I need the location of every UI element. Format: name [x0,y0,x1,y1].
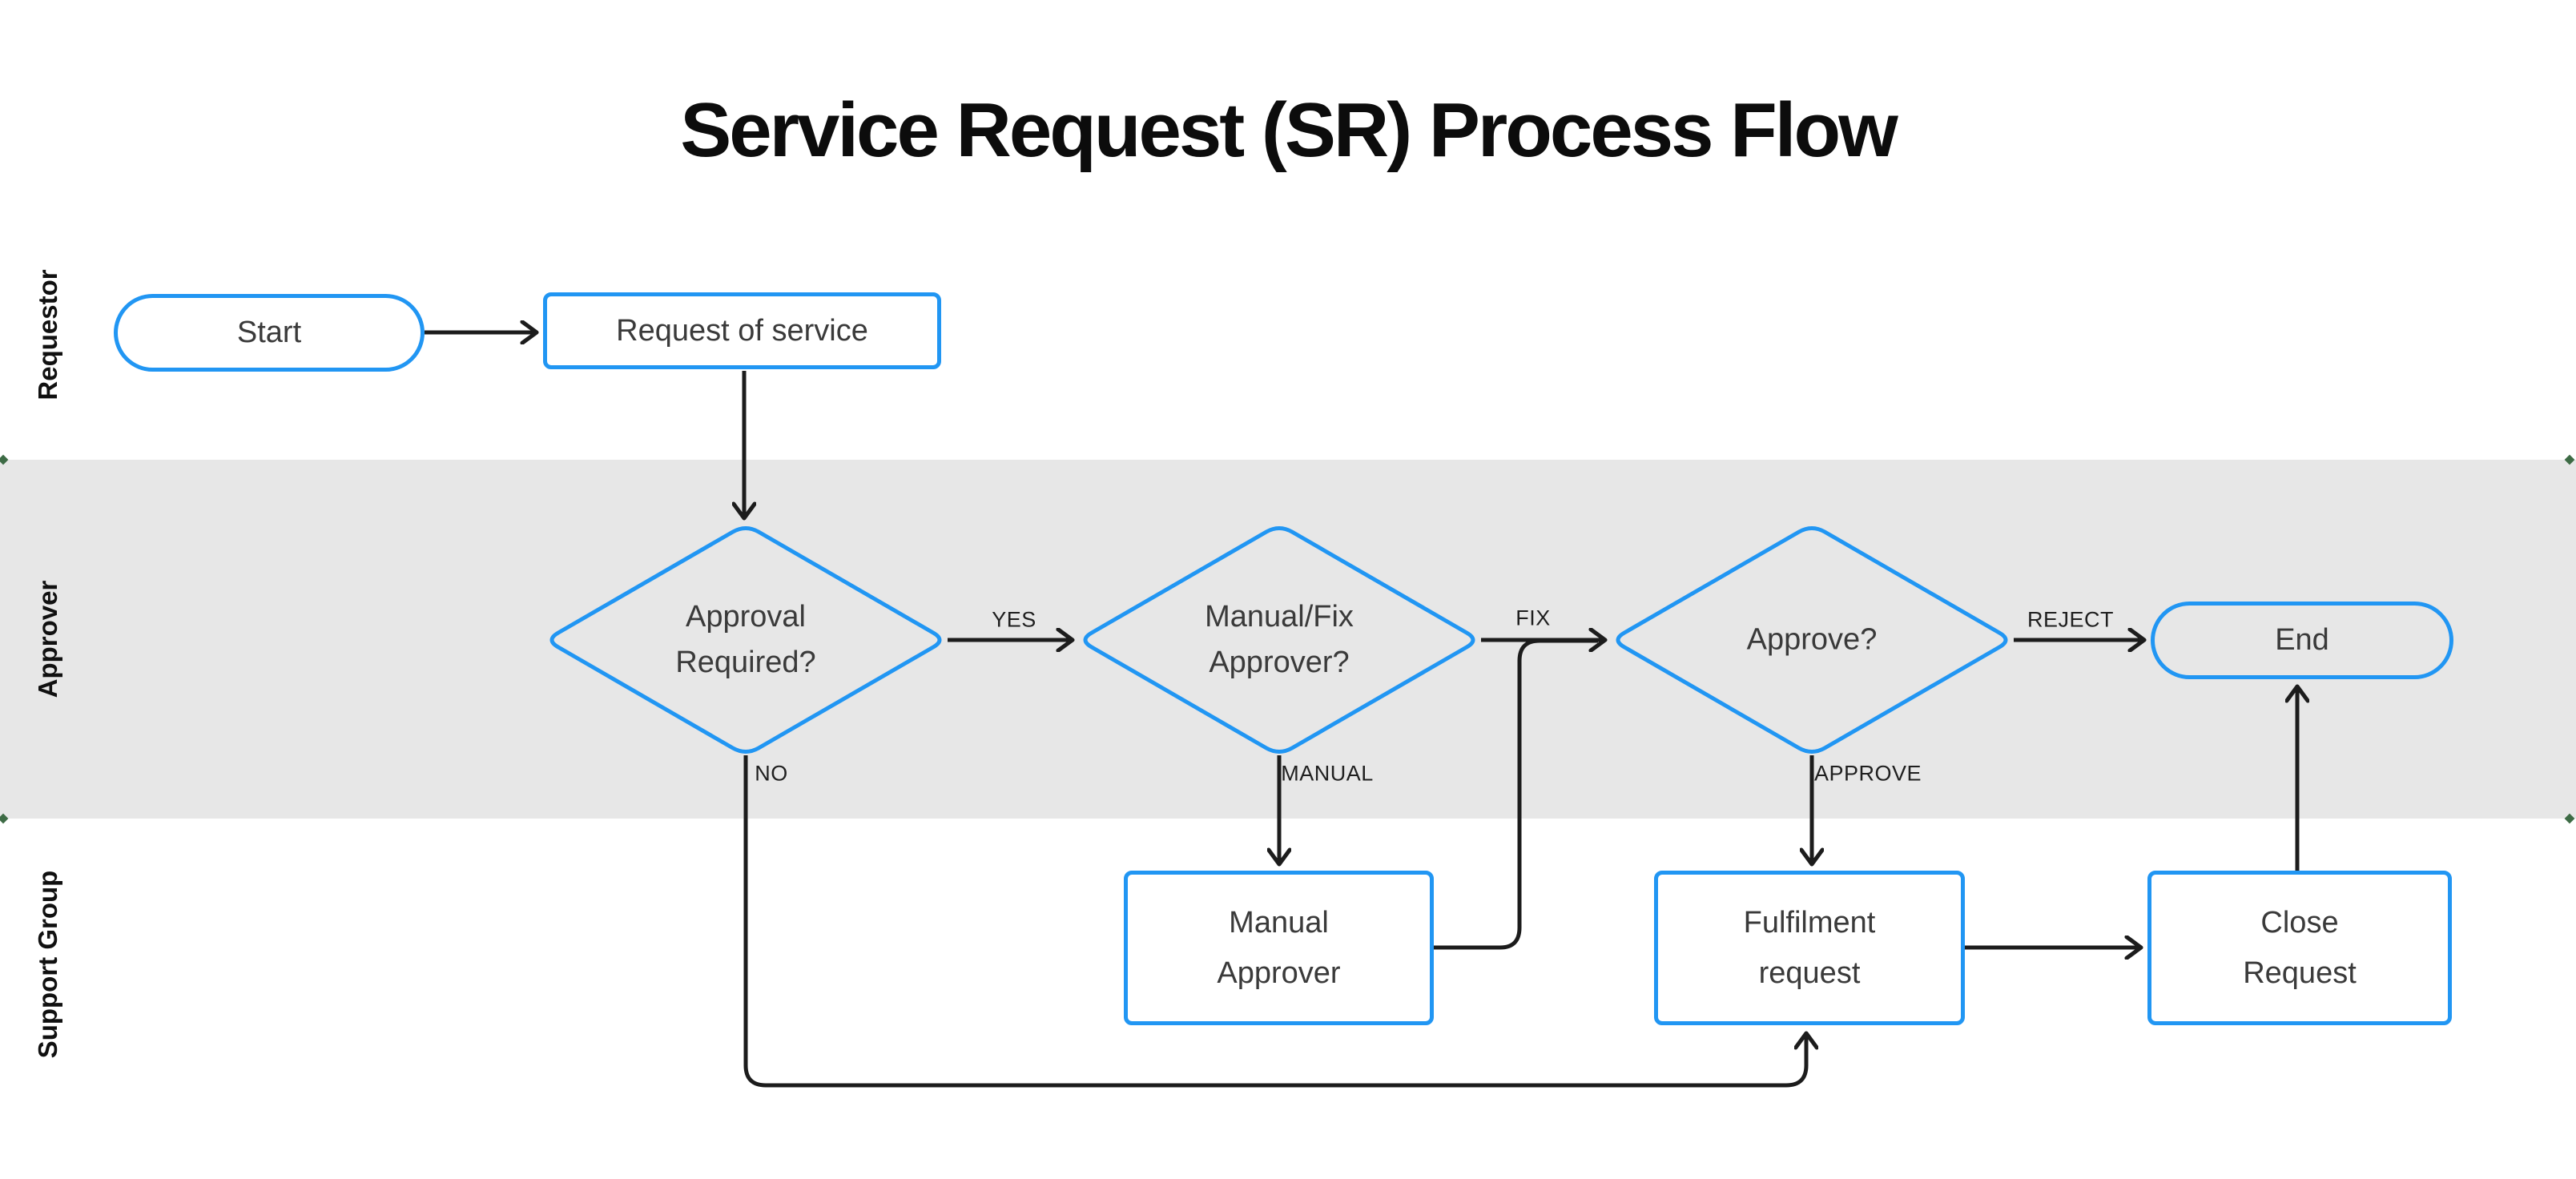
node-approval-required-label: Approval Required? [675,600,816,679]
node-manual-fix-approver-shape[interactable] [1083,526,1475,754]
node-approve-label: Approve? [1746,622,1878,657]
edge-label-yes[interactable]: YES [992,607,1036,632]
node-manual-fix-approver-label: Manual/Fix Approver? [1205,600,1354,679]
node-end[interactable]: End [2151,602,2453,679]
edge-manual-approver-to-approve[interactable] [1434,638,1598,950]
node-fulfilment-request[interactable]: Fulfilment request [1654,871,1965,1025]
node-request-of-service[interactable]: Request of service [543,292,941,369]
node-fulfilment-request-label: Fulfilment request [1743,905,1876,990]
edge-label-reject[interactable]: REJECT [2027,607,2115,632]
node-manual-approver[interactable]: Manual Approver [1124,871,1434,1025]
node-start[interactable]: Start [114,294,425,372]
edge-label-no[interactable]: NO [755,761,788,786]
node-close-request-label: Close Request [2243,905,2357,990]
node-start-label: Start [236,316,302,349]
edge-label-manual[interactable]: MANUAL [1281,761,1374,786]
node-close-request[interactable]: Close Request [2147,871,2452,1025]
approver-lane-band [0,460,2576,819]
node-approval-required-shape[interactable] [549,526,942,754]
node-manual-approver-label: Manual Approver [1217,905,1341,990]
edge-label-fix[interactable]: FIX [1515,606,1551,630]
node-request-of-service-label: Request of service [616,313,868,348]
diagram-title[interactable]: Service Request (SR) Process Flow [680,87,1898,173]
edge-no-approval-to-fulfilment[interactable] [743,755,1806,1088]
edge-label-approve[interactable]: APPROVE [1813,761,1922,786]
node-approve-shape[interactable] [1616,526,2008,754]
node-end-label: End [2275,623,2329,657]
